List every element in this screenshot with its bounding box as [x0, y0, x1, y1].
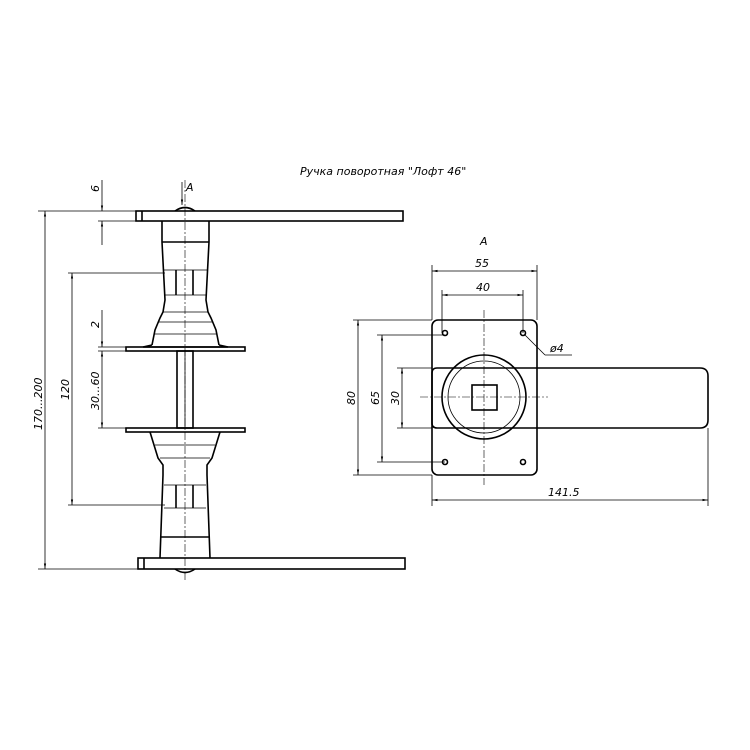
dim-span: 120 [59, 379, 72, 400]
dim-height-holes: 65 [369, 391, 382, 405]
dim-total: 170...200 [32, 378, 45, 430]
dim-plate: 6 [89, 185, 102, 192]
dim-hole: ø4 [549, 342, 564, 355]
dim-width-holes: 40 [476, 281, 490, 294]
drawing-title: Ручка поворотная "Лофт 46" [300, 165, 466, 178]
view-label: A [479, 235, 488, 248]
dim-door: 30...60 [89, 372, 102, 410]
view-arrow-label: A [185, 181, 194, 194]
dim-lever-height: 30 [389, 391, 402, 405]
dim-gap: 2 [89, 321, 102, 328]
dim-width-outer: 55 [475, 257, 489, 270]
dim-height-outer: 80 [345, 391, 358, 405]
front-view: A 55 40 80 65 30 ø4 141.5 [345, 235, 709, 506]
dim-length: 141.5 [548, 486, 580, 499]
side-view: A 170...200 120 30...60 2 [32, 180, 406, 580]
